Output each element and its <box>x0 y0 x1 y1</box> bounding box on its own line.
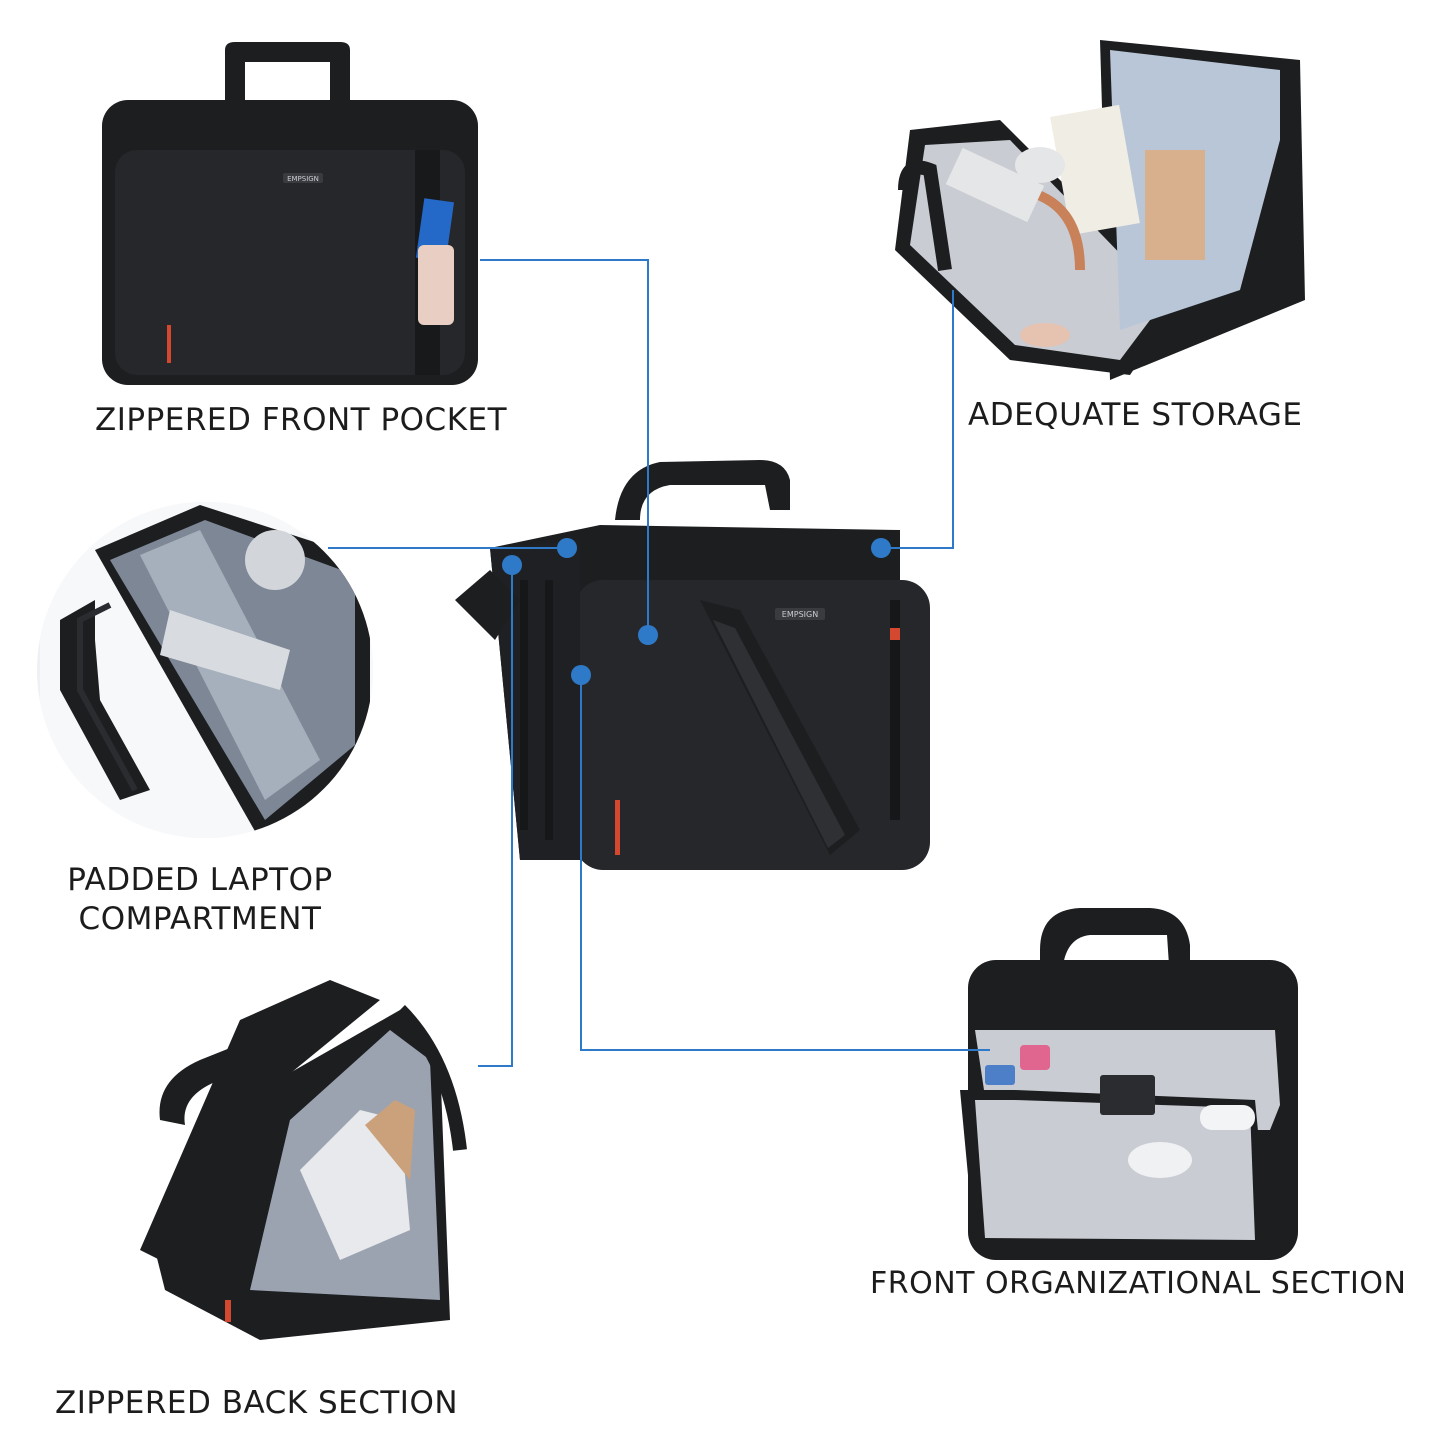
caption-zippered-back-section: ZIPPERED BACK SECTION <box>55 1384 458 1423</box>
badge-text-main: EMPSIGN <box>782 610 818 619</box>
caption-text: FRONT ORGANIZATIONAL SECTION <box>870 1266 1407 1301</box>
caption-line-2: COMPARTMENT <box>78 900 322 937</box>
main-bag-image: EMPSIGN <box>455 460 930 870</box>
bag-front-pocket-image: EMPSIGN <box>102 42 478 385</box>
bag-storage-image <box>895 40 1305 380</box>
caption-text: ADEQUATE STORAGE <box>968 397 1303 433</box>
caption-adequate-storage: ADEQUATE STORAGE <box>968 396 1303 435</box>
caption-text: ZIPPERED FRONT POCKET <box>95 402 508 438</box>
caption-text: ZIPPERED BACK SECTION <box>55 1385 459 1421</box>
connector-lines <box>328 259 990 1067</box>
connector-dots <box>502 538 891 685</box>
badge-text-front: EMPSIGN <box>287 175 319 183</box>
caption-front-organizational-section: FRONT ORGANIZATIONAL SECTION <box>870 1265 1406 1303</box>
laptop-compartment-image <box>37 502 373 838</box>
caption-zippered-front-pocket: ZIPPERED FRONT POCKET <box>95 401 507 440</box>
caption-line-1: PADDED LAPTOP <box>67 862 333 898</box>
caption-padded-laptop-compartment: PADDED LAPTOP COMPARTMENT <box>60 861 340 939</box>
bag-organizer-image <box>960 908 1298 1260</box>
bag-back-section-image <box>140 980 467 1340</box>
